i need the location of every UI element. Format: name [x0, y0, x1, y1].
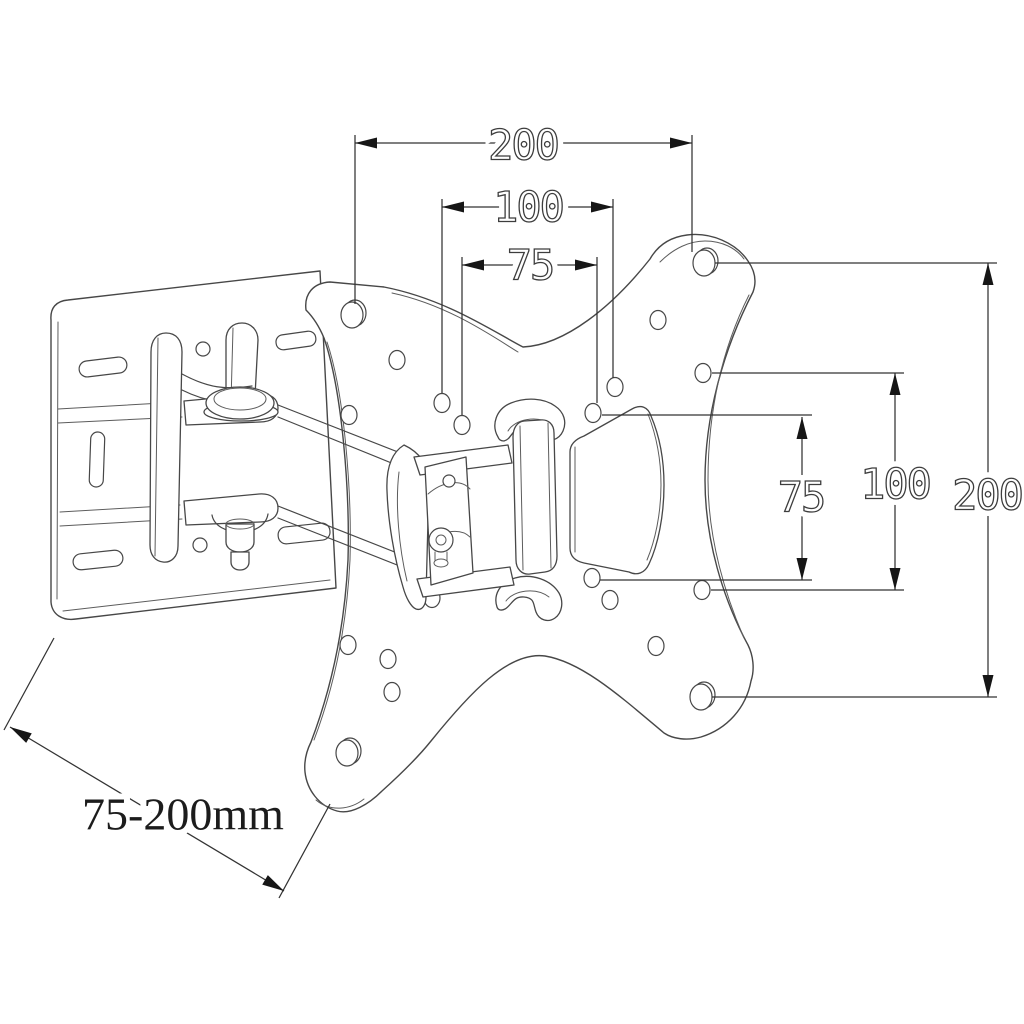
dimension-label-halo: 100	[493, 183, 563, 232]
arrowhead	[262, 875, 284, 891]
vesa-hole	[453, 414, 471, 436]
mounting-slot-vertical	[88, 431, 106, 488]
arm-vertical-bar	[149, 332, 183, 563]
arrowhead	[670, 137, 692, 149]
arrowhead	[10, 727, 32, 743]
clamp-screw	[428, 527, 454, 553]
pivot-bolt-tip	[230, 551, 250, 571]
extension-line	[3, 637, 331, 899]
side-cutout	[569, 405, 665, 575]
extension-line	[354, 135, 693, 304]
dimension-label-100-horizontal: 100	[493, 183, 563, 232]
arrowhead	[355, 137, 377, 149]
vesa-hole	[694, 362, 712, 384]
wall-plate-screw-hole	[195, 341, 211, 357]
dimension-line-arm-range	[9, 726, 285, 892]
plate-thickness-line	[313, 341, 351, 741]
clamp-screw-tip	[433, 558, 449, 568]
arrowhead	[575, 259, 597, 271]
vesa-hole	[693, 579, 711, 601]
vesa-hole	[601, 589, 619, 611]
arrowhead	[796, 558, 808, 580]
arrowhead	[591, 201, 613, 213]
dimension-label-halo: 200	[488, 121, 558, 170]
dimension-label-100-vertical: 100	[860, 460, 930, 509]
corner-hole	[335, 739, 359, 767]
leader-line	[712, 262, 997, 698]
mounting-slot	[72, 549, 124, 571]
mounting-slot	[277, 522, 331, 545]
wall-plate-screw-hole	[192, 537, 208, 553]
kidney-cutout-bottom-inner	[505, 590, 550, 602]
vesa-hole	[647, 635, 665, 657]
clamp-screw-shaft	[434, 551, 448, 562]
leader-line	[711, 372, 904, 591]
clamp-screw-center	[435, 534, 447, 546]
kidney-cutout-bottom	[495, 575, 563, 622]
dimension-label-75-vertical: 75	[778, 473, 825, 522]
pivot-cap	[205, 386, 275, 420]
vesa-hole	[583, 567, 601, 589]
arrowhead	[889, 373, 901, 395]
dimension-label-halo: 200	[952, 471, 1022, 520]
vesa-hole	[383, 681, 401, 703]
dimension-label-200-horizontal: 200	[488, 121, 558, 170]
extension-line	[461, 257, 598, 415]
corner-hole	[692, 249, 716, 277]
arrowhead	[442, 201, 464, 213]
arrowhead	[796, 417, 808, 439]
arrowhead	[889, 568, 901, 590]
lower-hinge-plate	[183, 493, 279, 526]
vesa-hole	[339, 634, 357, 656]
clamp-body	[424, 456, 474, 586]
extension-line	[441, 199, 614, 393]
mounting-slot	[275, 330, 317, 351]
plate-thickness-line	[315, 798, 365, 809]
vesa-hole	[379, 648, 397, 670]
pivot-cap-top	[213, 387, 267, 411]
dimension-label-halo: 75	[778, 473, 825, 522]
vesa-hole	[433, 392, 451, 414]
wall-plate-thickness-line	[56, 321, 59, 600]
plate-thickness-line	[391, 292, 519, 353]
clamp-side-plate	[512, 419, 558, 575]
wall-plate-thickness-line	[62, 579, 331, 612]
plate-thickness-line	[707, 294, 750, 639]
arm-vertical-bar-edge	[154, 337, 159, 557]
pivot-bolt	[225, 523, 255, 553]
arrowhead	[462, 259, 484, 271]
corner-hole	[689, 683, 713, 711]
pivot-bolt-cap	[225, 518, 255, 530]
dimension-label-75-horizontal: 75	[507, 241, 554, 290]
clamp-screw	[442, 474, 456, 488]
vesa-hole	[649, 309, 667, 331]
vesa-hole	[340, 404, 358, 426]
vesa-hole	[606, 376, 624, 398]
leader-line	[600, 414, 812, 581]
clamp-bottom-flange	[416, 566, 515, 598]
arrowhead	[982, 675, 994, 697]
wall-plate	[50, 270, 337, 621]
arrowhead	[982, 263, 994, 285]
vesa-hole	[388, 349, 406, 371]
clamp-wing-inner	[396, 471, 408, 582]
mounting-slot	[78, 356, 128, 378]
tilt-clamp	[386, 419, 558, 611]
vesa-hole	[584, 402, 602, 424]
dimension-annotations: 200 100 75 75 100 200 75-200mm 200 100 7…	[3, 115, 1024, 899]
corner-hole	[340, 301, 364, 329]
dimension-label-halo: 75	[507, 241, 554, 290]
side-cutout-thickness	[646, 413, 662, 561]
arm-range-label-halo: 75-200mm	[82, 789, 284, 840]
plate-thickness-line	[659, 240, 745, 263]
dimension-label-200-vertical: 200	[952, 471, 1022, 520]
arm-range-label: 75-200mm	[82, 789, 284, 840]
dimension-label-halo: 100	[860, 460, 930, 509]
clamp-side-plate-edge	[519, 422, 552, 571]
mounting-arm	[149, 322, 279, 571]
